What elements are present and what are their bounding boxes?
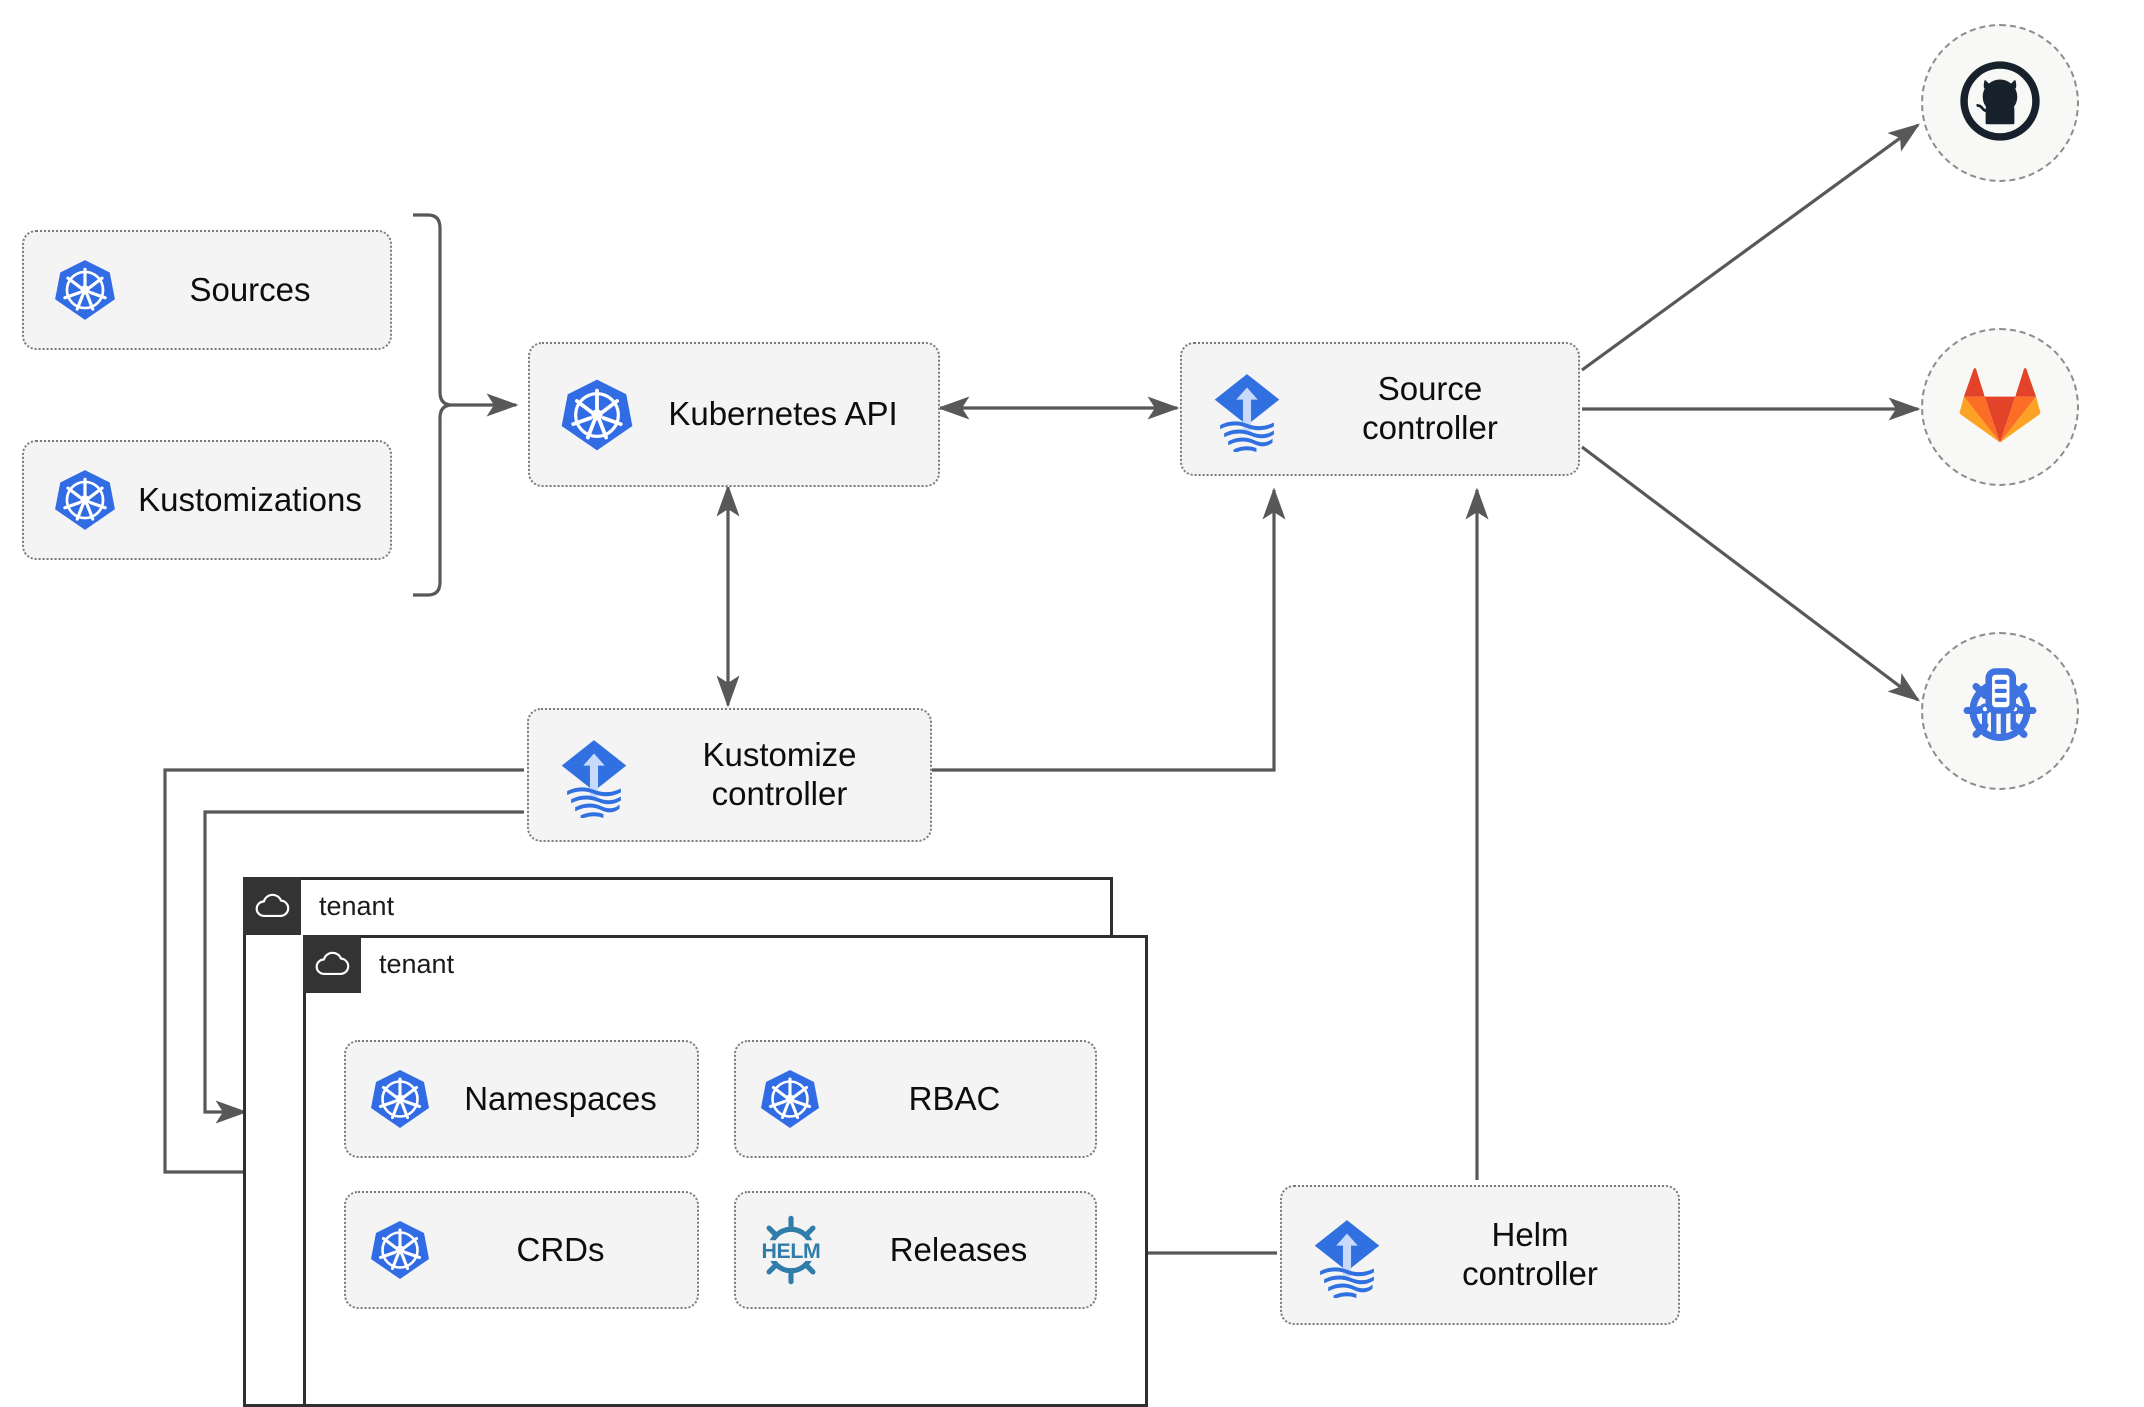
kubernetes-icon	[530, 376, 636, 454]
kubernetes-icon	[24, 467, 118, 533]
cloud-icon	[243, 877, 301, 935]
kubernetes-api-node[interactable]: Kubernetes API	[528, 342, 940, 487]
edge-kustomize-to-source-controller	[932, 487, 1286, 772]
tenant-frame-front[interactable]: tenant	[303, 935, 1148, 1407]
tenant-resource-namespaces[interactable]: Namespaces	[344, 1040, 699, 1158]
tenant-label: tenant	[379, 948, 455, 979]
helm-icon: HELM	[736, 1211, 830, 1289]
kubernetes-icon	[736, 1067, 822, 1131]
kustomize-controller-node[interactable]: Kustomize controller	[527, 708, 932, 842]
tenant-resource-releases[interactable]: HELM Releases	[734, 1191, 1097, 1309]
provider-github[interactable]	[1921, 24, 2079, 182]
tenant-resource-rbac[interactable]: RBAC	[734, 1040, 1097, 1158]
resource-card-sources[interactable]: Sources	[22, 230, 392, 350]
helm-controller-node[interactable]: Helm controller	[1280, 1185, 1680, 1325]
edge-source-controller-to-github	[1581, 123, 1921, 372]
github-icon	[1954, 55, 2046, 152]
helm-repository-icon	[1952, 661, 2048, 762]
edge-source-controller-to-helm-repository	[1581, 445, 1921, 702]
svg-text:HELM: HELM	[762, 1239, 821, 1263]
tenant-label: tenant	[319, 890, 395, 921]
source-controller-node[interactable]: Source controller	[1180, 342, 1580, 476]
tenant-resource-label: RBAC	[908, 1079, 1001, 1117]
tenant-resource-label: CRDs	[516, 1230, 605, 1268]
cloud-icon	[303, 935, 361, 993]
tenant-tab: tenant	[243, 877, 394, 935]
flux-icon	[529, 732, 637, 818]
tenant-resource-crds[interactable]: CRDs	[344, 1191, 699, 1309]
kubernetes-icon	[24, 257, 118, 323]
resource-card-kustomizations[interactable]: Kustomizations	[22, 440, 392, 560]
gitlab-icon	[1955, 362, 2045, 453]
tenant-resource-label: Namespaces	[464, 1079, 657, 1117]
provider-gitlab[interactable]	[1921, 328, 2079, 486]
helm-controller-label: Helm controller	[1462, 1216, 1598, 1292]
resource-card-label: Sources	[189, 270, 311, 308]
source-controller-label: Source controller	[1362, 370, 1498, 446]
kustomize-controller-label: Kustomize controller	[702, 736, 857, 812]
flux-icon	[1282, 1212, 1390, 1298]
kubernetes-icon	[346, 1067, 432, 1131]
resource-card-label: Kustomizations	[138, 480, 362, 518]
flux-icon	[1182, 366, 1290, 452]
kubernetes-api-label: Kubernetes API	[668, 395, 898, 433]
resources-bracket	[413, 213, 453, 597]
kubernetes-icon	[346, 1218, 432, 1282]
tenant-resource-label: Releases	[889, 1230, 1028, 1268]
tenant-tab: tenant	[303, 935, 454, 993]
provider-helm-repository[interactable]	[1921, 632, 2079, 790]
